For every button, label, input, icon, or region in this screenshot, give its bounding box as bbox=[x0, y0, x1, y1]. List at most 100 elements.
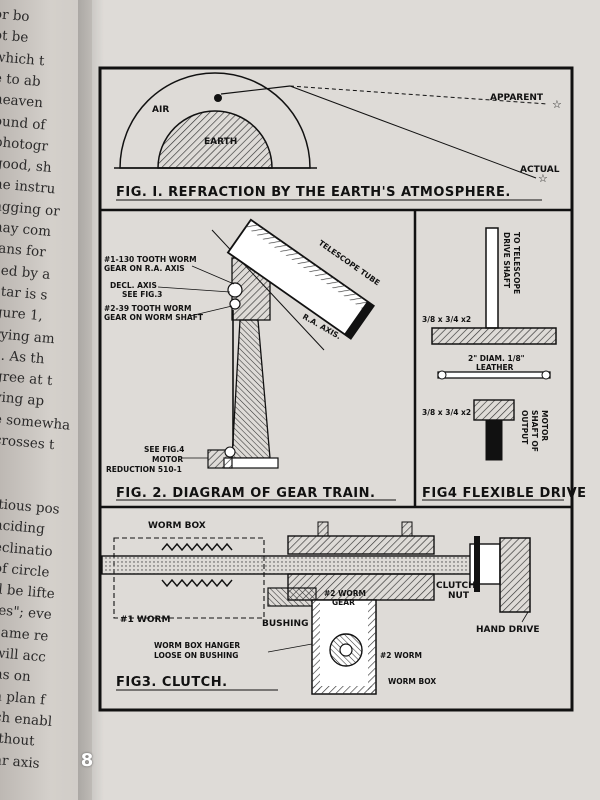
left-page-line: ot be bbox=[0, 27, 30, 47]
worm1-label: #1 WORM bbox=[120, 615, 170, 625]
left-page-line: heaven bbox=[0, 91, 44, 112]
hanger-label-a: WORM BOX HANGER bbox=[154, 641, 240, 650]
left-page-line: same re bbox=[0, 623, 50, 645]
worm-gear-label-a: #2 WORM bbox=[324, 589, 366, 598]
bushing-label: BUSHING bbox=[262, 619, 308, 629]
atmosphere-arc bbox=[119, 72, 311, 169]
left-page-line: agging or bbox=[0, 197, 61, 220]
apparent-label: APPARENT bbox=[490, 93, 544, 103]
page-badge: 8 bbox=[80, 750, 94, 771]
fig3-caption: FIG3. CLUTCH. bbox=[116, 675, 228, 690]
left-page-line: ithout bbox=[0, 730, 36, 750]
left-page-line: ns on bbox=[0, 666, 32, 686]
left-page-line: e to ab bbox=[0, 69, 42, 90]
left-page-line: will acc bbox=[0, 645, 47, 666]
worm-thread-top bbox=[161, 542, 233, 552]
worm2-label: #2 WORM bbox=[380, 651, 422, 660]
left-page-line: gure 1, bbox=[0, 304, 44, 325]
motor-label-b: MOTOR bbox=[152, 455, 183, 464]
upper-plate bbox=[431, 327, 557, 345]
worm39-label-a: #2-39 TOOTH WORM bbox=[104, 304, 191, 313]
left-page-line: rying am bbox=[0, 325, 56, 347]
leather-disc bbox=[437, 371, 551, 379]
pier bbox=[231, 319, 271, 459]
earth-globe bbox=[157, 110, 273, 169]
fig1-refraction: ☆ ☆ AIR EARTH APPARENT ACTUAL FIG. I. RE… bbox=[114, 72, 562, 201]
left-page-line: ll be lifte bbox=[0, 581, 56, 603]
worm-box-bottom-label: WORM BOX bbox=[388, 677, 436, 686]
worm-gear-hub-top bbox=[287, 535, 435, 555]
worm-gear-1 bbox=[227, 282, 243, 298]
actual-star: ☆ bbox=[538, 172, 548, 185]
left-page-line: les"; eve bbox=[0, 602, 53, 624]
dim1-label: 3/8 x 3/4 x2 bbox=[422, 315, 471, 324]
motor-label-c: REDUCTION 510-1 bbox=[106, 465, 182, 474]
worm-box-outline bbox=[113, 537, 265, 619]
hanger-label-b: LOOSE ON BUSHING bbox=[154, 651, 238, 660]
worm-shaft bbox=[101, 555, 493, 575]
telescope-tube bbox=[226, 218, 376, 340]
decl-label-b: SEE FIG.3 bbox=[122, 290, 162, 299]
lower-hub bbox=[473, 399, 515, 421]
worm130-label-a: #1-130 TOOTH WORM bbox=[104, 255, 197, 264]
clutch-label-a: CLUTCH bbox=[436, 581, 476, 591]
left-page-line: itious pos bbox=[0, 495, 61, 518]
actual-label: ACTUAL bbox=[520, 165, 560, 175]
motor-output-shaft bbox=[485, 419, 503, 461]
left-page-line: ar axis bbox=[0, 751, 41, 772]
figure-plate: ☆ ☆ AIR EARTH APPARENT ACTUAL FIG. I. RE… bbox=[98, 66, 586, 712]
worm-thread-bottom bbox=[161, 578, 233, 588]
left-page-line: star is s bbox=[0, 282, 49, 304]
worm-gear-2 bbox=[229, 298, 241, 310]
fig2-caption: FIG. 2. DIAGRAM OF GEAR TRAIN. bbox=[116, 486, 375, 501]
hand-drive-wheel bbox=[499, 537, 531, 613]
worm39-label-b: GEAR ON WORM SHAFT bbox=[104, 313, 204, 322]
drive-label-a: DRIVE SHAFT bbox=[502, 232, 511, 289]
left-page-line: of circle bbox=[0, 559, 51, 581]
left-page-line: he instru bbox=[0, 176, 56, 198]
fig2-gear-train: #1-130 TOOTH WORM GEAR ON R.A. AXIS DECL… bbox=[104, 218, 396, 501]
clutch-label-b: NUT bbox=[448, 591, 470, 601]
left-page-line: a plan f bbox=[0, 687, 46, 709]
actual-ray bbox=[289, 85, 537, 179]
fig4-caption: FIG4 FLEXIBLE DRIVE bbox=[422, 486, 587, 501]
left-page-line: lans for bbox=[0, 240, 47, 261]
left-page-line: eclinatio bbox=[0, 538, 54, 560]
left-page-line: ch enabl bbox=[0, 708, 53, 730]
worm130-label-b: GEAR ON R.A. AXIS bbox=[104, 264, 185, 273]
left-page-line: e somewha bbox=[0, 410, 71, 434]
left-page-line: photogr bbox=[0, 133, 49, 155]
bushing bbox=[267, 587, 317, 607]
left-page-line: sed by a bbox=[0, 261, 51, 283]
left-page-line: nciding bbox=[0, 517, 46, 538]
drive-shaft-top bbox=[485, 227, 499, 329]
worm-box-top-label: WORM BOX bbox=[148, 521, 206, 531]
left-page-line: s. As th bbox=[0, 346, 46, 368]
left-page-line: gree at t bbox=[0, 368, 54, 390]
motor-gear bbox=[224, 446, 236, 458]
left-page-line: ying ap bbox=[0, 389, 45, 410]
observer-marker bbox=[214, 94, 222, 102]
apparent-star: ☆ bbox=[552, 98, 562, 111]
refracted-ray bbox=[220, 85, 291, 95]
apparent-ray bbox=[289, 85, 549, 105]
plate-frame bbox=[98, 66, 574, 712]
fig4-flexible-drive: DRIVE SHAFT TO TELESCOPE 3/8 x 3/4 x2 2"… bbox=[422, 227, 587, 501]
left-page-line: which t bbox=[0, 48, 46, 69]
diam-label-b: LEATHER bbox=[476, 363, 514, 372]
fig1-caption: FIG. I. REFRACTION BY THE EARTH'S ATMOSP… bbox=[116, 185, 511, 200]
drive-label-b: TO TELESCOPE bbox=[512, 232, 521, 294]
air-label: AIR bbox=[152, 105, 169, 115]
output-label-b: SHAFT OF bbox=[530, 410, 539, 452]
fig3-clutch: WORM BOX #1 WORM BUSHING #2 WORM GEAR CL… bbox=[101, 521, 540, 695]
decl-label-a: DECL. AXIS bbox=[110, 281, 157, 290]
diam-label-a: 2" DIAM. 1/8" bbox=[468, 354, 525, 363]
left-page-line: ound of bbox=[0, 112, 47, 133]
earth-label: EARTH bbox=[204, 137, 237, 147]
left-page-line: or bo bbox=[0, 6, 31, 26]
dim2-label: 3/8 x 3/4 x2 bbox=[422, 408, 471, 417]
output-label-c: MOTOR bbox=[540, 410, 549, 441]
left-page-line: nay com bbox=[0, 219, 52, 240]
left-page-line: good, sh bbox=[0, 155, 53, 177]
